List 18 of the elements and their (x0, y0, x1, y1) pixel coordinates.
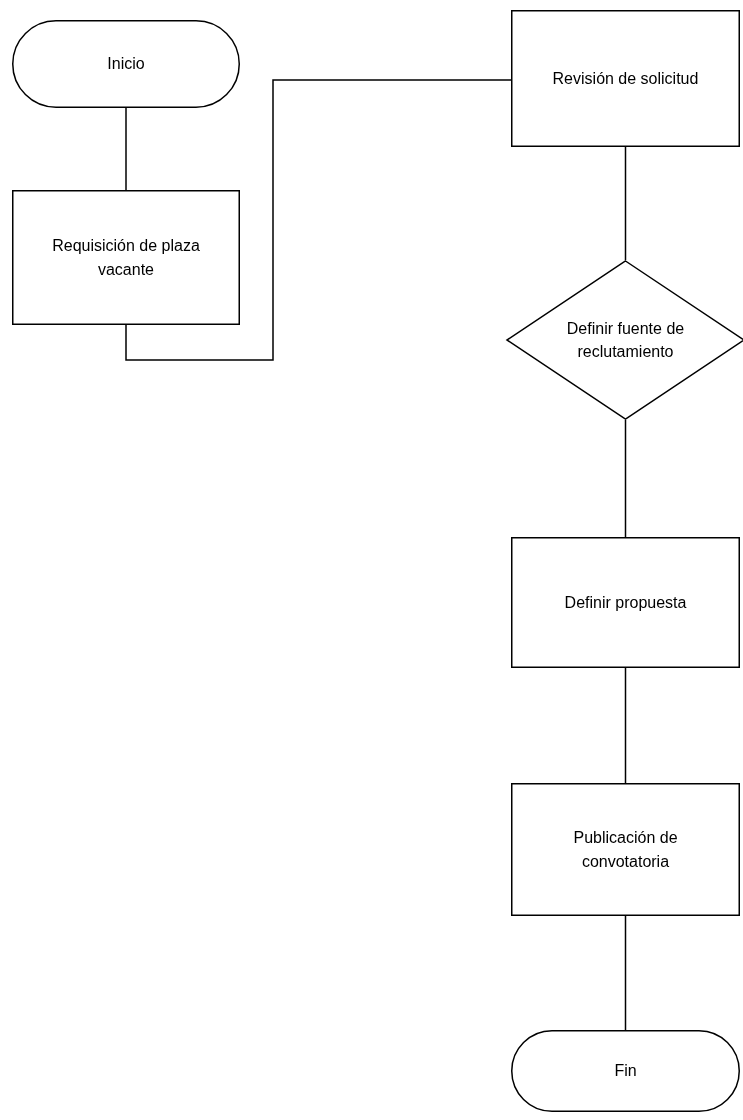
node-label: Fin (614, 1061, 637, 1082)
node-label: Requisición de plaza vacante (51, 236, 201, 280)
process-box (511, 10, 740, 147)
node-label: Definir fuente de reclutamiento (565, 318, 686, 362)
connector-line (624, 146, 627, 261)
connector-line (125, 79, 512, 361)
node-label: Inicio (107, 54, 145, 75)
process-box (511, 783, 740, 916)
connector-line (624, 915, 627, 1031)
node-label: Publicación de convotatoria (572, 828, 679, 872)
node-label: Definir propuesta (564, 592, 687, 613)
connector-line (624, 667, 627, 784)
decision-diamond (506, 260, 743, 420)
process-box (12, 190, 240, 325)
process-box (511, 537, 740, 668)
connector-line (624, 419, 627, 538)
node-label: Revisión de solicitud (552, 68, 699, 89)
connector-line (125, 107, 127, 191)
